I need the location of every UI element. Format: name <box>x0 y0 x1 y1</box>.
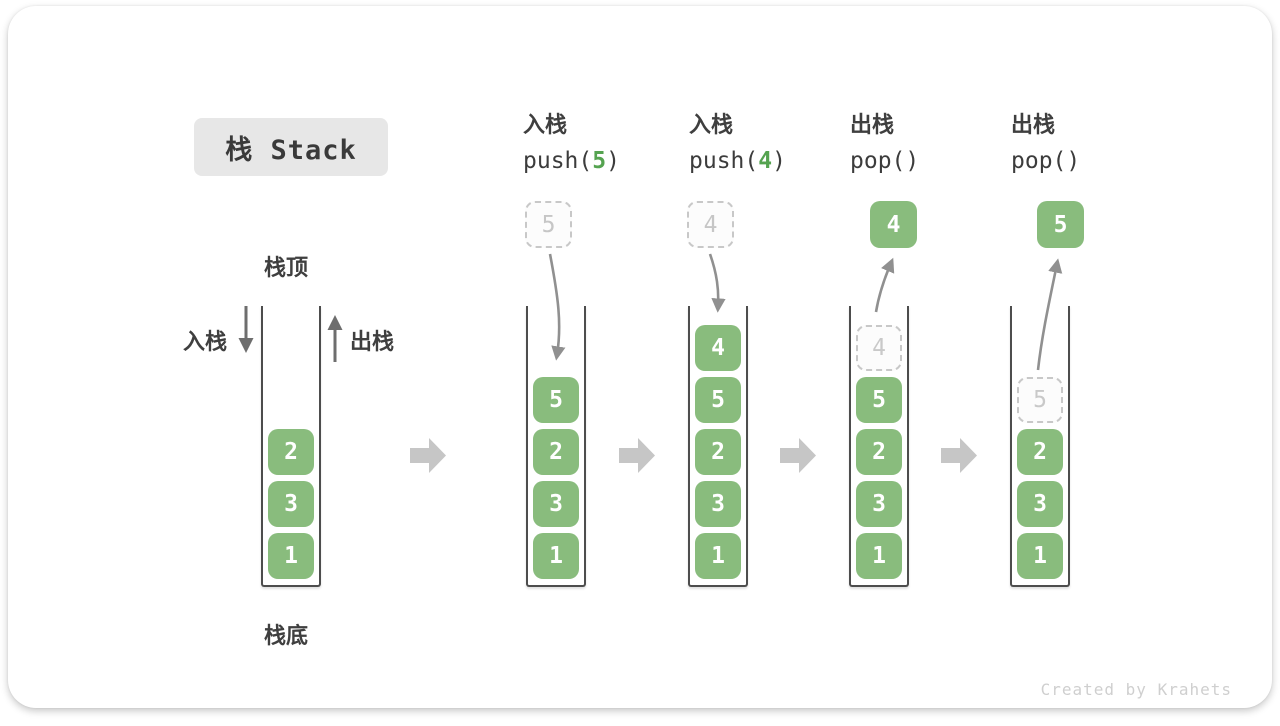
ghost-cell: 4 <box>856 325 902 371</box>
stack-bottom-label: 栈底 <box>264 623 309 648</box>
stack-cell: 2 <box>856 429 902 475</box>
element-value: 4 <box>703 211 718 238</box>
title-badge: 栈 Stack <box>194 118 388 176</box>
state-transition-arrow-icon <box>941 438 977 473</box>
pop-4-motion-arrow-icon <box>874 257 895 313</box>
title-text: 栈 Stack <box>225 134 357 166</box>
push-side-label: 入栈 <box>183 329 228 354</box>
stack-cell: 1 <box>1017 533 1063 579</box>
code-post: ) <box>905 148 920 174</box>
stack-cell: 2 <box>268 429 314 475</box>
stack-cell: 2 <box>533 429 579 475</box>
popped-element-box: 5 <box>1037 201 1084 248</box>
stack-cell: 3 <box>1017 481 1063 527</box>
push-4-motion-arrow-icon <box>708 253 726 313</box>
element-value: 5 <box>1053 211 1068 238</box>
op-header-pop-1: 出栈 pop() <box>850 112 1020 174</box>
stack-cell: 3 <box>856 481 902 527</box>
state-transition-arrow-icon <box>780 438 816 473</box>
pop-side-label: 出栈 <box>350 329 395 354</box>
op-code: push(4) <box>689 148 859 174</box>
diagram-card: 栈 Stack 入栈 push(5) 入栈 push(4) 出栈 pop() 出… <box>8 6 1272 708</box>
code-pre: push( <box>523 148 593 174</box>
op-code: pop() <box>1011 148 1181 174</box>
stack-cell: 2 <box>695 429 741 475</box>
popped-element-box: 4 <box>870 201 917 248</box>
op-label: 入栈 <box>689 112 734 137</box>
stack-well-after-push-4 <box>688 306 748 587</box>
code-pre: pop( <box>1011 148 1067 174</box>
code-post: ) <box>1066 148 1081 174</box>
code-post: ) <box>606 148 620 174</box>
code-arg: 4 <box>758 148 773 174</box>
stack-well-after-pop-4 <box>849 306 909 587</box>
stack-cell: 5 <box>695 377 741 423</box>
ghost-cell: 5 <box>1017 377 1063 423</box>
stack-top-label: 栈顶 <box>264 255 309 280</box>
code-pre: push( <box>689 148 759 174</box>
element-value: 4 <box>886 211 901 238</box>
watermark: Created by Krahets <box>1040 680 1232 699</box>
stack-cell: 3 <box>533 481 579 527</box>
stack-cell: 2 <box>1017 429 1063 475</box>
code-arg: 5 <box>592 148 607 174</box>
element-value: 5 <box>541 211 556 238</box>
stack-cell: 1 <box>695 533 741 579</box>
stack-well-after-push-5 <box>526 306 586 587</box>
code-pre: pop( <box>850 148 906 174</box>
stack-cell: 3 <box>268 481 314 527</box>
op-code: pop() <box>850 148 1020 174</box>
stack-well-initial <box>261 306 321 587</box>
op-header-pop-2: 出栈 pop() <box>1011 112 1181 174</box>
stack-cell: 4 <box>695 325 741 371</box>
state-transition-arrow-icon <box>619 438 655 473</box>
incoming-element-box: 5 <box>525 201 572 248</box>
stack-cell: 1 <box>533 533 579 579</box>
state-transition-arrow-icon <box>410 438 446 473</box>
stack-cell: 5 <box>533 377 579 423</box>
stack-cell: 3 <box>695 481 741 527</box>
op-label: 入栈 <box>523 112 568 137</box>
op-code: push(5) <box>523 148 693 174</box>
code-post: ) <box>772 148 786 174</box>
incoming-element-box: 4 <box>687 201 734 248</box>
stack-cell: 1 <box>856 533 902 579</box>
op-header-push-5: 入栈 push(5) <box>523 112 693 174</box>
stack-cell: 5 <box>856 377 902 423</box>
op-header-push-4: 入栈 push(4) <box>689 112 859 174</box>
op-label: 出栈 <box>850 112 895 137</box>
stack-well-after-pop-5 <box>1010 306 1070 587</box>
stack-cell: 1 <box>268 533 314 579</box>
op-label: 出栈 <box>1011 112 1056 137</box>
